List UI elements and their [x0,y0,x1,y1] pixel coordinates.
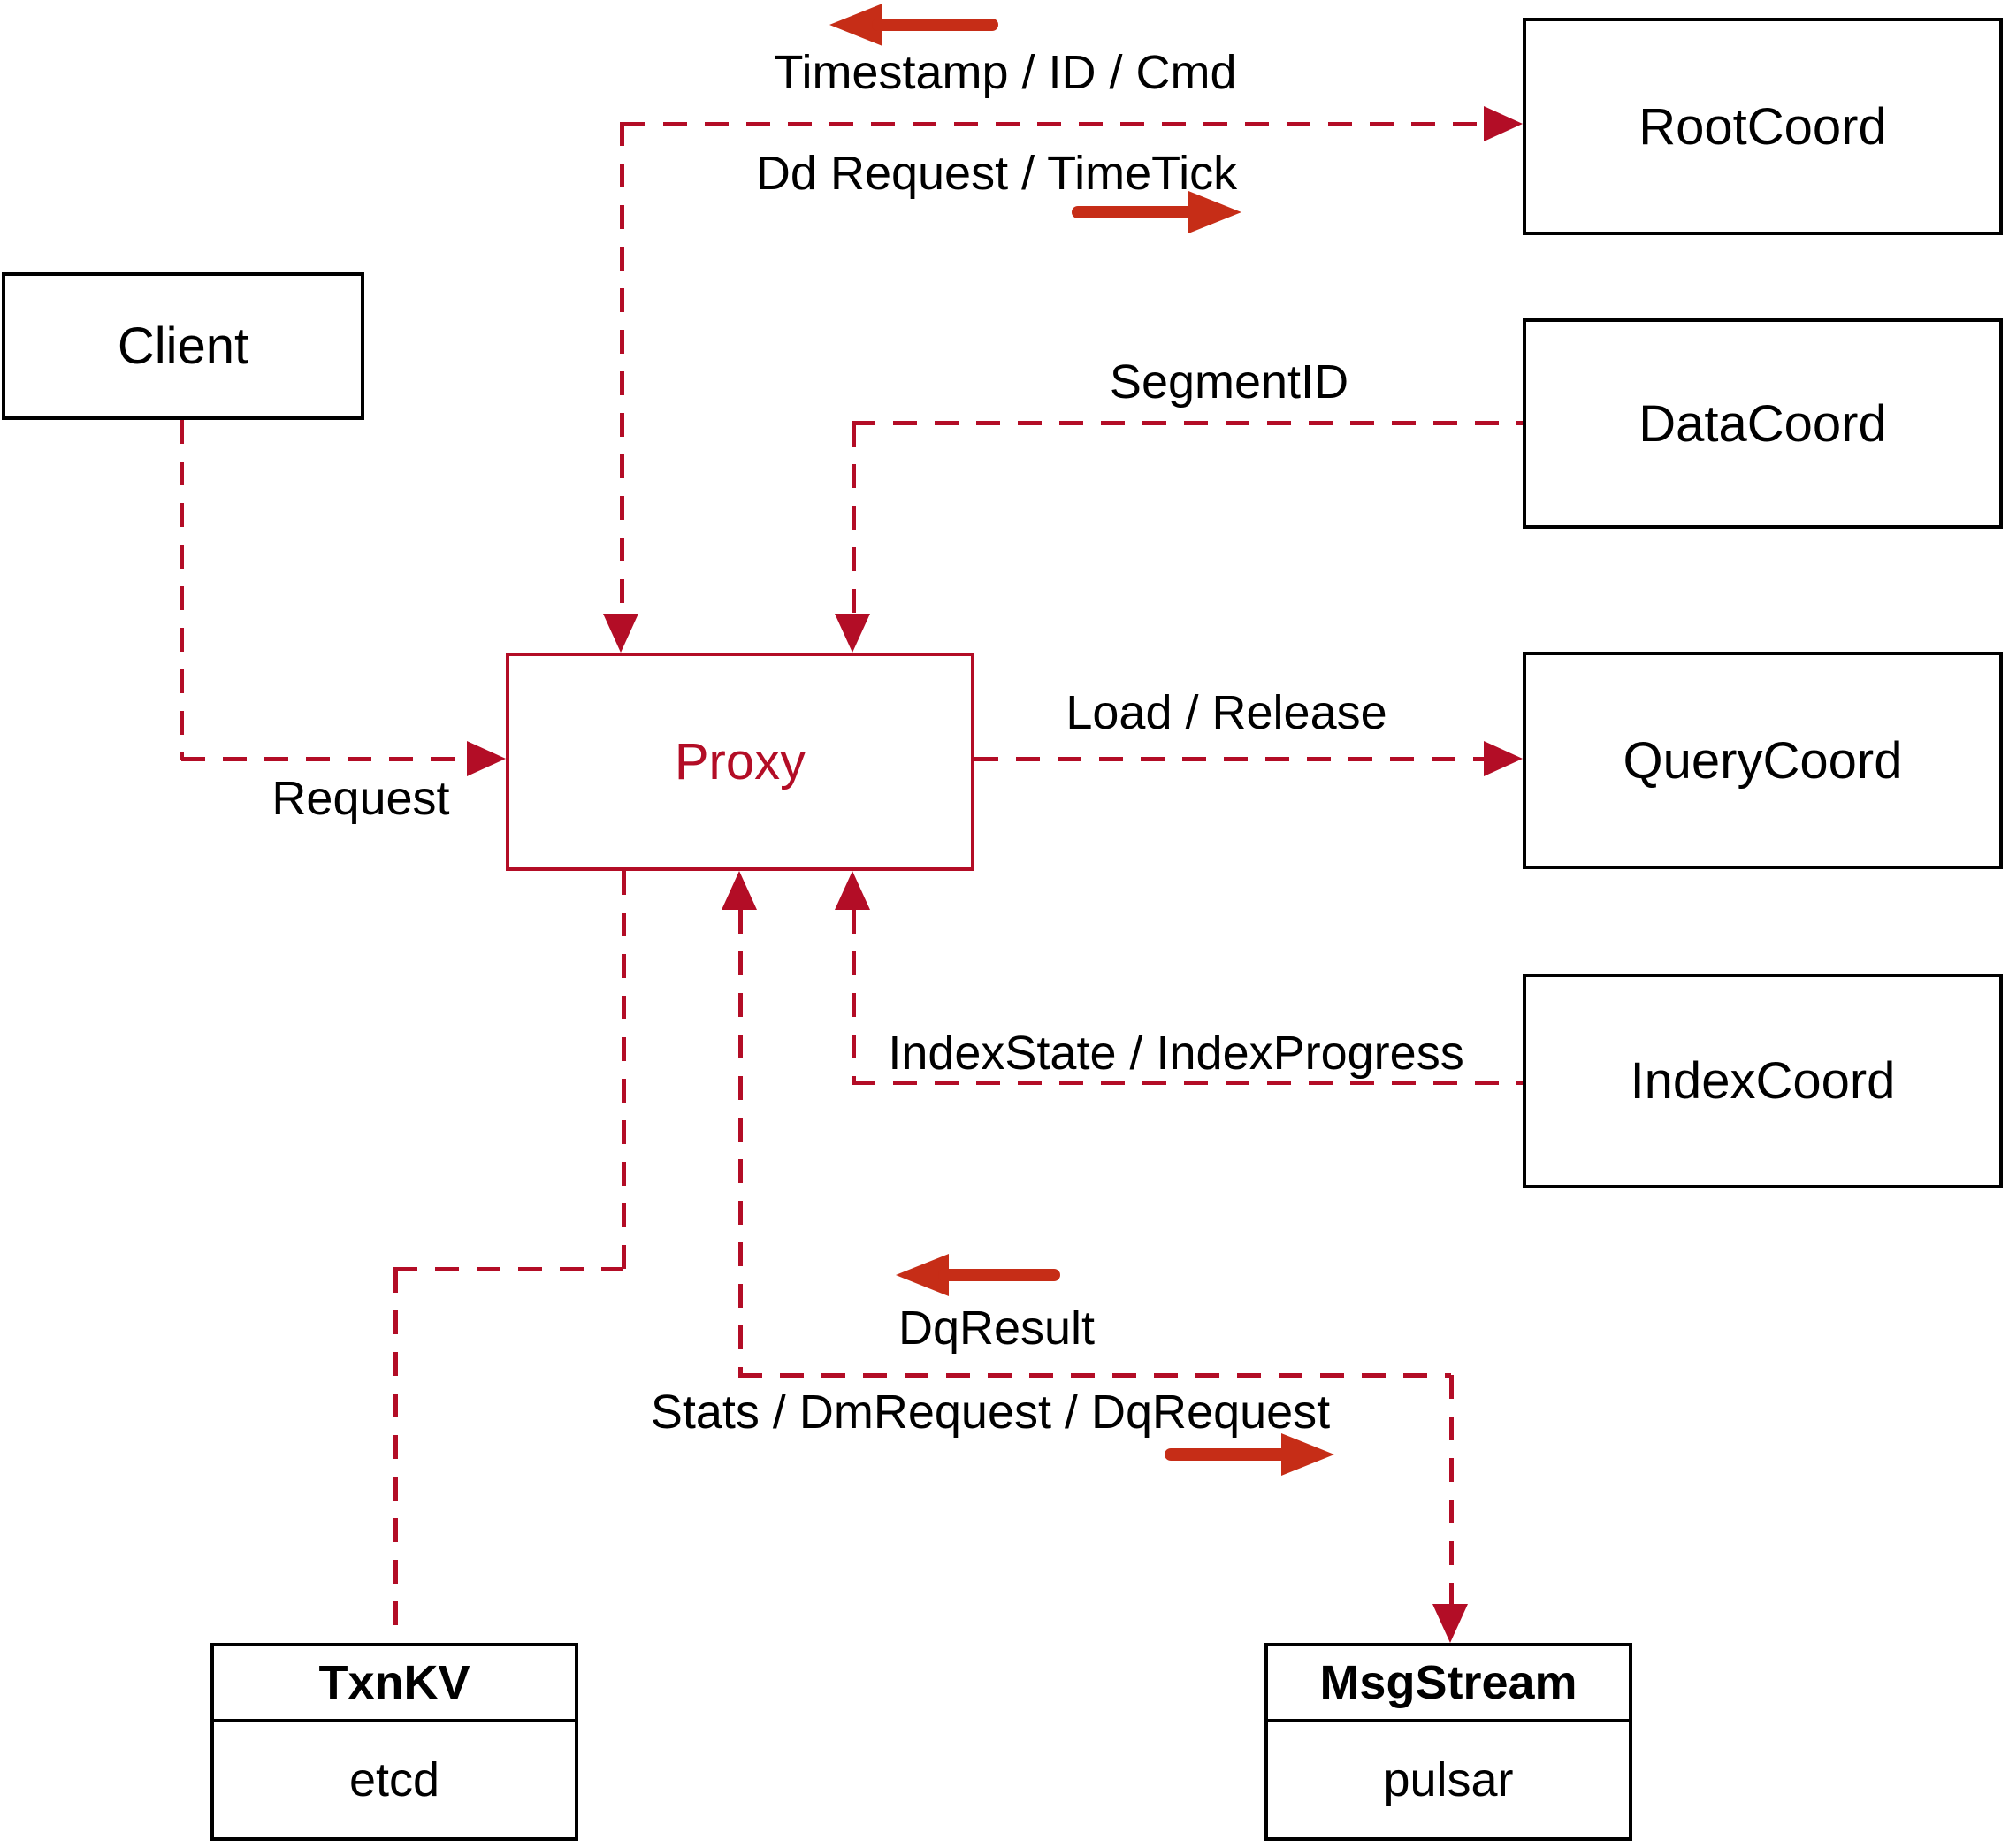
edge-proxy-querycoord-horizontal [974,757,1484,761]
client-node: Client [2,272,364,420]
edge-proxy-txnkv-horizontal [393,1267,623,1271]
client-node-label: Client [117,317,249,375]
edge-client-proxy-vertical [180,420,184,760]
rootcoord-node-label: RootCoord [1639,97,1887,156]
arrowhead-into-msgstream-icon [1432,1604,1468,1643]
edge-datacoord-proxy-vertical [852,423,856,614]
txnkv-node-subtitle: etcd [348,1753,440,1806]
edge-proxy-txnkv-vertical-2 [393,1269,398,1643]
edge-label-stats-dmrequest-dqrequest: Stats / DmRequest / DqRequest [650,1386,1331,1439]
txnkv-node-title: TxnKV [214,1646,575,1722]
edge-label-indexstate-indexprogress: IndexState / IndexProgress [888,1027,1464,1080]
left-arrow-icon [829,4,1002,46]
indexcoord-node-label: IndexCoord [1630,1052,1896,1110]
edge-indexcoord-proxy-vertical [852,910,856,1082]
edge-label-segment-id: SegmentID [1109,355,1349,409]
msgstream-node-subtitle: pulsar [1383,1753,1514,1806]
right-arrow-shaft [1072,206,1199,218]
arrowhead-into-querycoord-icon [1484,741,1523,776]
arrowhead-indexcoord-into-proxy-icon [835,871,870,910]
rootcoord-node: RootCoord [1523,18,2003,235]
msgstream-node-title: MsgStream [1268,1646,1629,1722]
edge-label-dd-request-timetick: Dd Request / TimeTick [755,147,1238,200]
edge-proxy-txnkv-vertical-1 [622,871,626,1269]
edge-label-timestamp-id-cmd: Timestamp / ID / Cmd [774,46,1237,99]
querycoord-node: QueryCoord [1523,652,2003,869]
edge-label-dqresult: DqResult [898,1302,1096,1355]
proxy-node: Proxy [506,653,974,871]
right-arrow-head-icon [1188,191,1241,233]
edge-proxy-rootcoord-vertical [620,122,624,614]
edge-proxy-msgstream-vertical-1 [738,910,743,1375]
edge-label-load-release: Load / Release [1066,686,1387,739]
edge-indexcoord-proxy-horizontal [852,1081,1523,1085]
right-arrow-shaft [1165,1448,1292,1461]
datacoord-node: DataCoord [1523,318,2003,529]
right-arrow-icon [1161,1433,1334,1476]
arrowhead-msgstream-into-proxy-icon [722,871,757,910]
edge-datacoord-proxy-horizontal [852,421,1523,425]
arrowhead-rootcoord-into-proxy-icon [603,614,638,653]
right-arrow-icon [1068,191,1241,233]
msgstream-node: MsgStream pulsar [1264,1643,1632,1841]
edge-proxy-msgstream-horizontal [738,1373,1451,1378]
edge-label-request: Request [271,772,450,825]
left-arrow-shaft [938,1269,1060,1281]
indexcoord-node: IndexCoord [1523,974,2003,1188]
arrowhead-datacoord-into-proxy-icon [835,614,870,653]
proxy-node-label: Proxy [674,733,806,790]
querycoord-node-label: QueryCoord [1623,731,1903,790]
edge-client-proxy-horizontal [181,757,470,761]
edge-proxy-rootcoord-horizontal [622,122,1484,126]
left-arrow-icon [896,1254,1064,1296]
right-arrow-head-icon [1281,1433,1334,1476]
datacoord-node-label: DataCoord [1639,394,1887,453]
left-arrow-shaft [872,19,998,31]
txnkv-node: TxnKV etcd [210,1643,578,1841]
edge-proxy-msgstream-vertical-2 [1449,1375,1454,1607]
arrowhead-into-proxy-left-icon [467,741,506,776]
arrowhead-into-rootcoord-icon [1484,106,1523,141]
